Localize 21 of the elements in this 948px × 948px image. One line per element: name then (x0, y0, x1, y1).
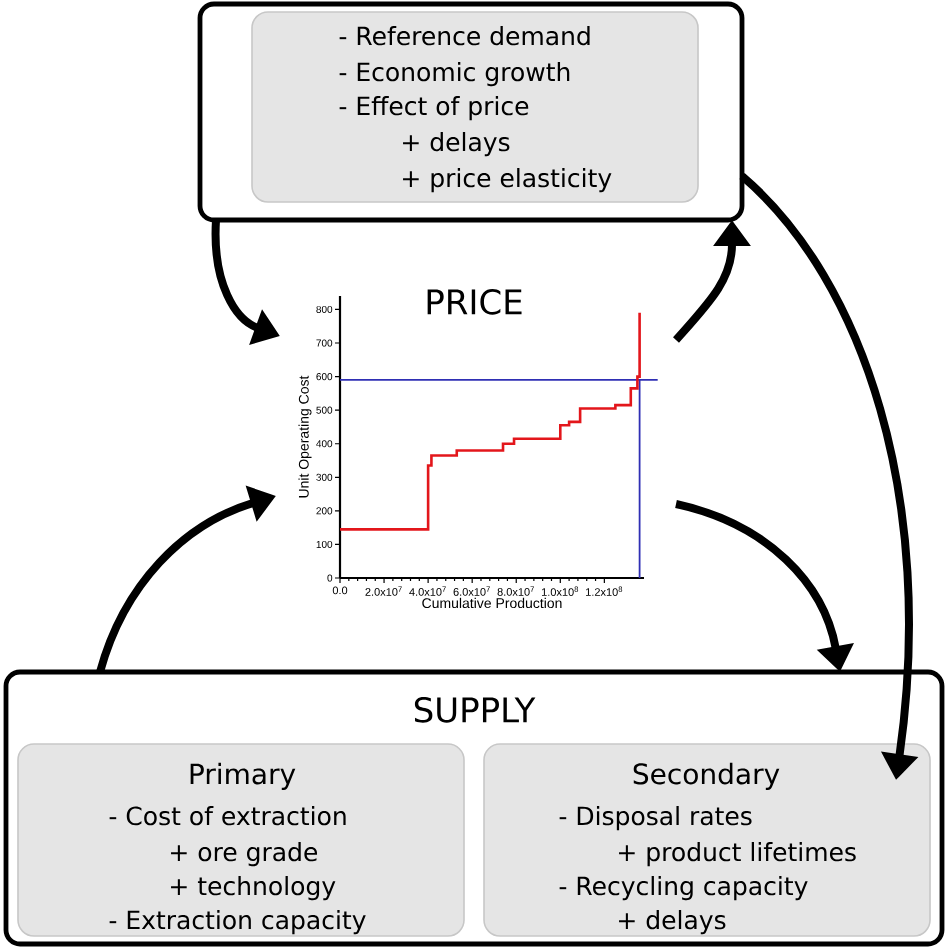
list-item: - Cost of extraction (109, 806, 346, 826)
list-item: + delays (403, 132, 510, 157)
list-item: - Effect of price (339, 96, 529, 121)
list-item: - Disposal rates (559, 806, 752, 831)
heading: SUPPLY (414, 697, 536, 723)
list-item: + product lifetimes (619, 842, 856, 867)
list-item: + price elasticity (403, 168, 612, 193)
list-item: - Extraction capacity (109, 910, 366, 935)
list-item: + delays (619, 910, 726, 935)
panel-box (17, 743, 465, 937)
list-item: - Recycling capacity (559, 876, 808, 901)
line-series (338, 311, 641, 531)
list-item: - Reference demand (339, 26, 590, 46)
list-item: + ore grade (171, 842, 318, 867)
heading: Secondary (633, 762, 780, 790)
panel-box (483, 743, 931, 937)
heading: PRICE (427, 289, 522, 315)
panel-box (251, 11, 699, 203)
heading: Primary (190, 762, 296, 790)
list-item: + technology (171, 876, 336, 901)
list-item: - Economic growth (339, 62, 570, 87)
